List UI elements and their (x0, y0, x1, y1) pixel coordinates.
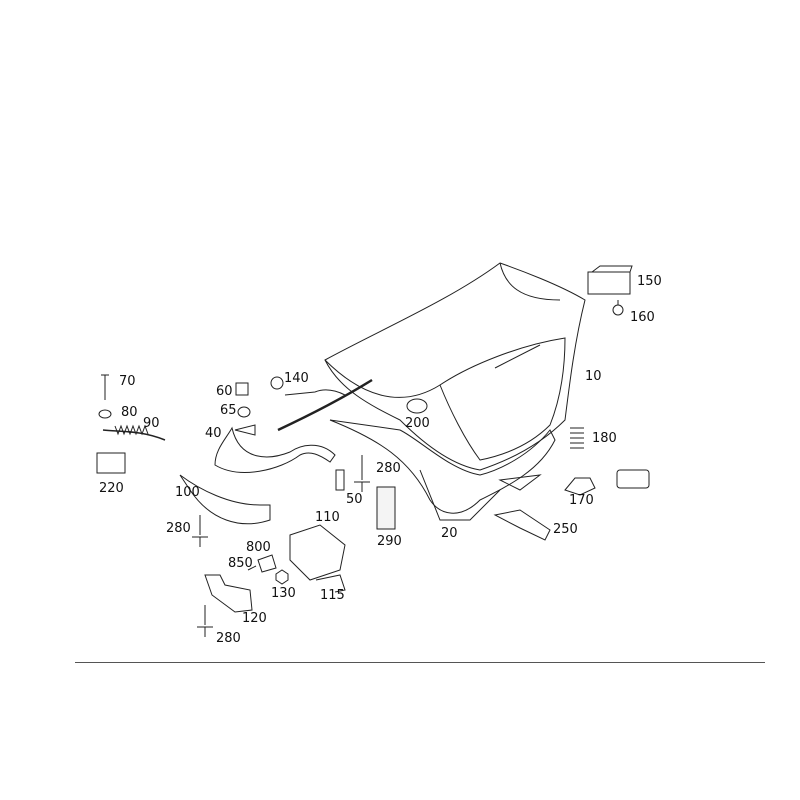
bumper-150 (587, 271, 631, 295)
label-170: 170 (569, 493, 594, 508)
label-140: 140 (284, 371, 309, 386)
screw-160 (612, 304, 624, 316)
label-850: 850 (228, 556, 253, 571)
trunk-trim (329, 419, 556, 521)
label-800: 800 (246, 540, 271, 555)
light-170 (564, 477, 596, 496)
buffer-180 (570, 427, 584, 449)
label-100: 100 (175, 485, 200, 500)
clip-140 (270, 376, 284, 390)
nut-130 (275, 569, 289, 585)
block-220 (96, 452, 126, 474)
label-60: 60 (216, 384, 233, 399)
pin-850 (247, 565, 257, 571)
bolt-70 (101, 374, 109, 400)
bolt-280a (354, 455, 370, 492)
label-160: 160 (630, 310, 655, 325)
label-120: 120 (242, 611, 267, 626)
bolt-280b (192, 515, 208, 547)
cylinder-800 (257, 554, 277, 573)
label-50: 50 (346, 492, 363, 507)
label-280-c: 280 (216, 631, 241, 646)
label-150: 150 (637, 274, 662, 289)
bolt-280c (197, 605, 213, 637)
washer-80 (98, 409, 112, 419)
label-40: 40 (205, 426, 222, 441)
label-130: 130 (271, 586, 296, 601)
label-115: 115 (320, 588, 345, 603)
label-110: 110 (315, 510, 340, 525)
lock-110 (289, 524, 346, 581)
label-250: 250 (553, 522, 578, 537)
label-280-a: 280 (376, 461, 401, 476)
label-90: 90 (143, 416, 160, 431)
plug-200 (406, 398, 428, 414)
switch-115 (315, 574, 346, 593)
stud-50 (335, 469, 345, 491)
spring-90 (102, 429, 166, 441)
label-10: 10 (585, 369, 602, 384)
label-200: 200 (405, 416, 430, 431)
divider-line (75, 662, 765, 663)
hinge-40 (214, 426, 336, 473)
leader-140 (284, 389, 346, 396)
cover-100 (179, 474, 271, 525)
label-180: 180 (592, 431, 617, 446)
strip-290 (376, 486, 396, 530)
button-170 (616, 469, 650, 489)
bracket-120 (204, 574, 253, 613)
cover-250 (493, 509, 551, 541)
grommet-65 (237, 406, 251, 418)
label-65: 65 (220, 403, 237, 418)
label-220: 220 (99, 481, 124, 496)
support-rod (277, 378, 373, 432)
label-20: 20 (441, 526, 458, 541)
label-290: 290 (377, 534, 402, 549)
trunk-lid (324, 262, 586, 471)
label-280-b: 280 (166, 521, 191, 536)
clip-60 (235, 382, 249, 396)
label-70: 70 (119, 374, 136, 389)
label-80: 80 (121, 405, 138, 420)
